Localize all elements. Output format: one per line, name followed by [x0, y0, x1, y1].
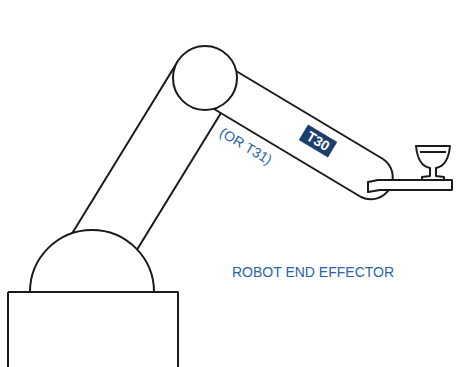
base-dome [30, 230, 154, 292]
goblet [416, 146, 450, 180]
elbow-joint [173, 46, 237, 110]
end-effector-plate [368, 180, 452, 192]
base-block [8, 292, 178, 367]
goblet-rim [420, 151, 446, 153]
part-label: ROBOT END EFFECTOR [232, 264, 394, 280]
